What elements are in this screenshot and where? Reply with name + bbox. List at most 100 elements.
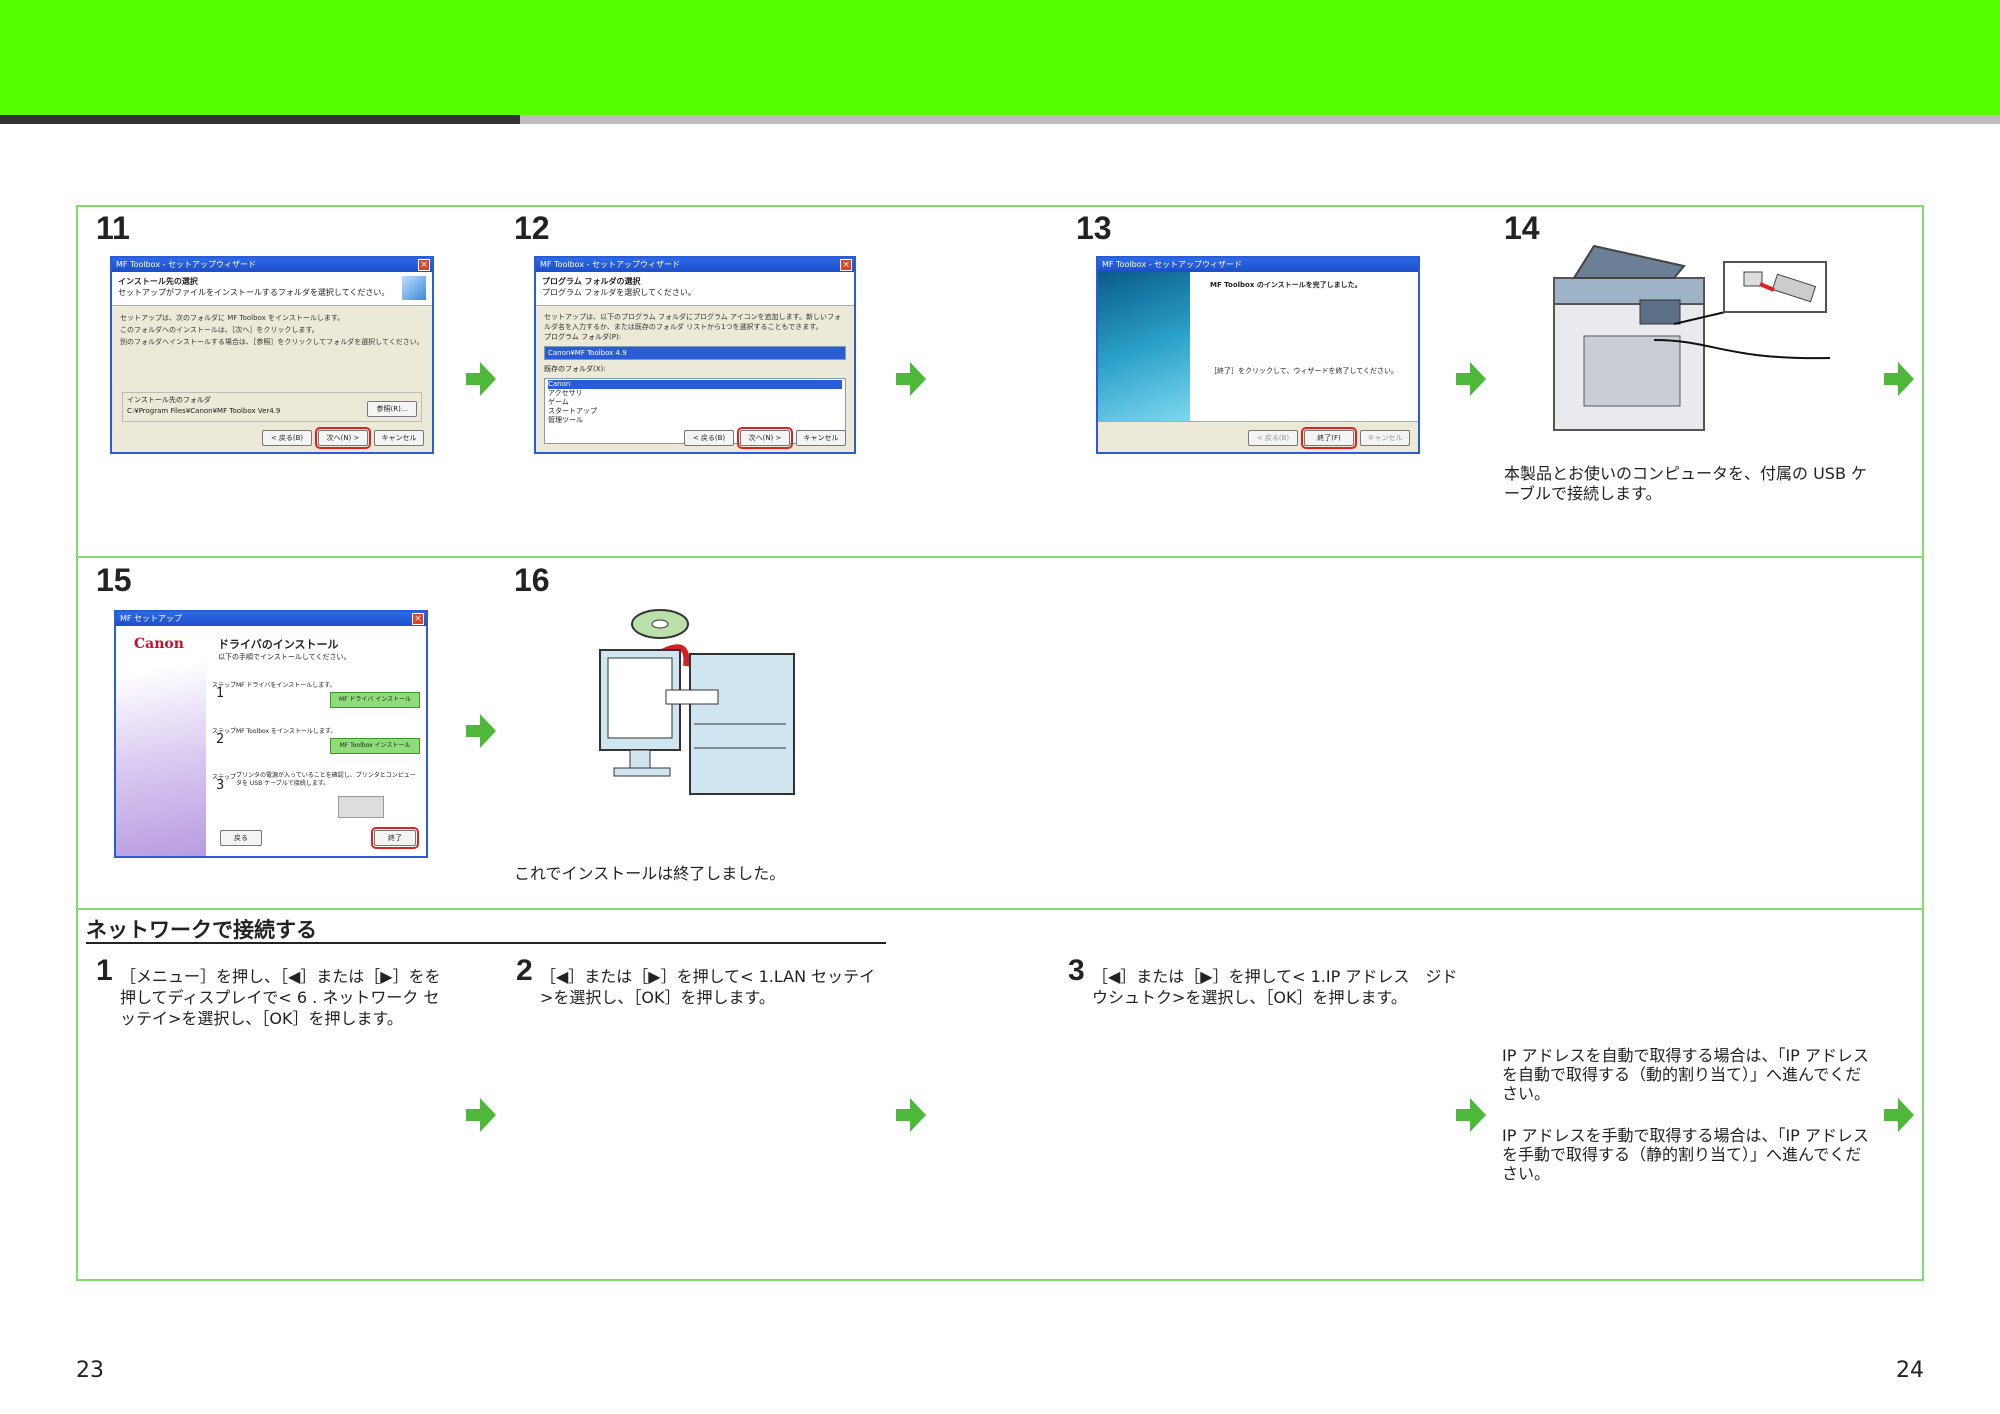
next-arrow-icon [896,362,926,396]
window-titlebar: MF Toolbox - セットアップウィザード [1098,258,1418,272]
destination-path: C:¥Program Files¥Canon¥MF Toolbox Ver4.9 [127,407,281,415]
dialog-text: セットアップは、次のフォルダに MF Toolbox をインストールします。 [120,314,345,322]
screenshot-program-folder: MF Toolbox - セットアップウィザード × プログラム フォルダの選択 … [534,256,856,454]
instruction-number: 3 [1068,954,1085,987]
window-titlebar: MF Toolbox - セットアップウィザード × [112,258,432,272]
row-divider-2 [76,908,1924,910]
content-frame [76,205,1924,1281]
wizard-side-image [1098,272,1190,422]
usb-cable-icon [338,796,384,818]
instruction-text: ［◀］または［▶］を押して< 1.IP アドレス ジドウシュトク>を選択し、［O… [1092,967,1458,1007]
window-title: MF Toolbox - セットアップウィザード [1102,260,1243,269]
step-label: ステップ [212,682,237,689]
network-instruction-1: 1 ［メニュー］を押し、［◀］または［▶］をを押してディスプレイで< 6 . ネ… [96,956,450,1029]
canon-side-panel [116,626,206,856]
canon-logo: Canon [134,636,184,652]
next-button[interactable]: 次へ(N) > [315,427,371,449]
dialog-header: プログラム フォルダの選択 プログラム フォルダを選択してください。 [536,272,854,306]
install-complete-caption: これでインストールは終了しました。 [514,864,786,883]
header-rule-light [520,115,2000,124]
window-titlebar: MF Toolbox - セットアップウィザード × [536,258,854,272]
step-text: MF ドライバをインストールします。 [236,682,336,689]
next-arrow-icon [466,362,496,396]
instruction-number: 2 [516,954,533,987]
step-number: 2 [216,732,225,747]
page-number-left: 23 [76,1358,104,1383]
step-label: ステップ [212,728,237,735]
finish-button[interactable]: 終了 [371,827,419,849]
step-text: プリンタの電源が入っていることを確認し、プリンタとコンピュータを USB ケーブ… [236,772,416,787]
manual-ip-note: IP アドレスを手動で取得する場合は、「IP アドレスを手動で取得する（静的割り… [1502,1126,1869,1183]
page-number-right: 24 [1896,1358,1924,1383]
step-number: 1 [216,686,225,701]
dialog-heading: プログラム フォルダの選択 [542,277,641,286]
header-rule-dark [0,115,520,124]
screenshot-install-complete: MF Toolbox - セットアップウィザード MF Toolbox のインス… [1096,256,1420,454]
window-title: MF Toolbox - セットアップウィザード [540,260,681,269]
step-number-13: 13 [1076,210,1112,246]
usb-connection-caption: 本製品とお使いのコンピュータを、付属の USB ケーブルで接続します。 [1504,464,1868,503]
cd-install-illustration [599,609,795,795]
install-toolbox-button[interactable]: MF Toolbox インストール [330,738,420,754]
close-icon[interactable]: × [412,613,424,625]
cancel-button[interactable]: キャンセル [374,430,424,446]
window-titlebar: MF セットアップ × [116,612,426,626]
dialog-subheading: セットアップがファイルをインストールするフォルダを選択してください。 [118,288,390,297]
list-item[interactable]: ゲーム [548,398,569,406]
step-number-16: 16 [514,562,550,598]
window-title: MF セットアップ [120,614,183,623]
step-text: MF Toolbox をインストールします。 [236,728,337,735]
dialog-buttons: < 戻る(B) 次へ(N) > キャンセル [684,427,846,449]
step-number-11: 11 [96,210,130,246]
next-button[interactable]: 次へ(N) > [737,427,793,449]
dialog-buttons: < 戻る(B) 次へ(N) > キャンセル [262,427,424,449]
destination-group: インストール先のフォルダ C:¥Program Files¥Canon¥MF T… [122,392,422,422]
list-item[interactable]: アクセサリ [548,389,583,397]
section-underline [86,942,886,944]
list-item[interactable]: 管理ツール [548,416,583,424]
auto-ip-note: IP アドレスを自動で取得する場合は、「IP アドレスを自動で取得する（動的割り… [1502,1046,1869,1103]
window-title: MF Toolbox - セットアップウィザード [116,260,257,269]
screenshot-driver-install: MF セットアップ × Canon ドライバのインストール 以下の手順でインストー… [114,610,428,858]
instruction-text: ［メニュー］を押し、［◀］または［▶］をを押してディスプレイで< 6 . ネット… [120,967,441,1028]
next-arrow-icon [1456,362,1486,396]
install-driver-button[interactable]: MF ドライバ インストール [330,692,420,708]
finish-button[interactable]: 終了(F) [1301,427,1357,449]
step-label: ステップ [212,774,237,781]
next-arrow-icon [896,1098,926,1132]
cancel-button[interactable]: キャンセル [1360,430,1410,446]
next-arrow-icon [466,714,496,748]
dialog-text: 別のフォルダへインストールする場合は、［参照］をクリックしてフォルダを選択してく… [120,338,424,346]
back-button[interactable]: < 戻る(B) [262,430,312,446]
instruction-text: ［◀］または［▶］を押して< 1.LAN セッテイ>を選択し、［OK］を押します… [540,967,876,1007]
dialog-text: セットアップは、以下のプログラム フォルダにプログラム アイコンを追加します。新… [544,313,841,331]
close-icon[interactable]: × [840,259,852,271]
field-label: プログラム フォルダ(P): [544,333,622,341]
step-number-15: 15 [96,562,132,598]
dialog-subheading: 以下の手順でインストールしてください。 [218,653,351,661]
list-item[interactable]: Canon [548,380,842,389]
step-number-12: 12 [514,210,550,246]
network-instruction-3: 3 ［◀］または［▶］を押して< 1.IP アドレス ジドウシュトク>を選択し、… [1068,956,1472,1008]
dialog-subheading: プログラム フォルダを選択してください。 [542,288,696,297]
next-arrow-icon [466,1098,496,1132]
next-arrow-icon [1456,1098,1486,1132]
dialog-body: セットアップは、次のフォルダに MF Toolbox をインストールします。 こ… [112,306,432,354]
close-icon[interactable]: × [418,259,430,271]
dialog-heading: ドライバのインストール [218,638,339,651]
back-button[interactable]: < 戻る(B) [1248,430,1298,446]
step-number: 3 [216,778,225,793]
dialog-text: このフォルダへのインストールは、［次へ］をクリックします。 [120,326,319,334]
list-item[interactable]: スタートアップ [548,407,597,415]
back-button[interactable]: 戻る [220,830,262,846]
browse-button[interactable]: 参照(R)... [367,401,417,417]
next-arrow-icon [1884,362,1914,396]
existing-folder-list[interactable]: Canon アクセサリ ゲーム スタートアップ 管理ツール [544,378,846,444]
program-folder-input[interactable]: Canon¥MF Toolbox 4.9 [544,346,846,360]
dialog-buttons: < 戻る(B) 終了(F) キャンセル [1248,427,1410,449]
header-banner [0,0,2000,115]
back-button[interactable]: < 戻る(B) [684,430,734,446]
cancel-button[interactable]: キャンセル [796,430,846,446]
dialog-heading: MF Toolbox のインストールを完了しました。 [1210,281,1362,289]
group-label: インストール先のフォルダ [127,396,211,404]
